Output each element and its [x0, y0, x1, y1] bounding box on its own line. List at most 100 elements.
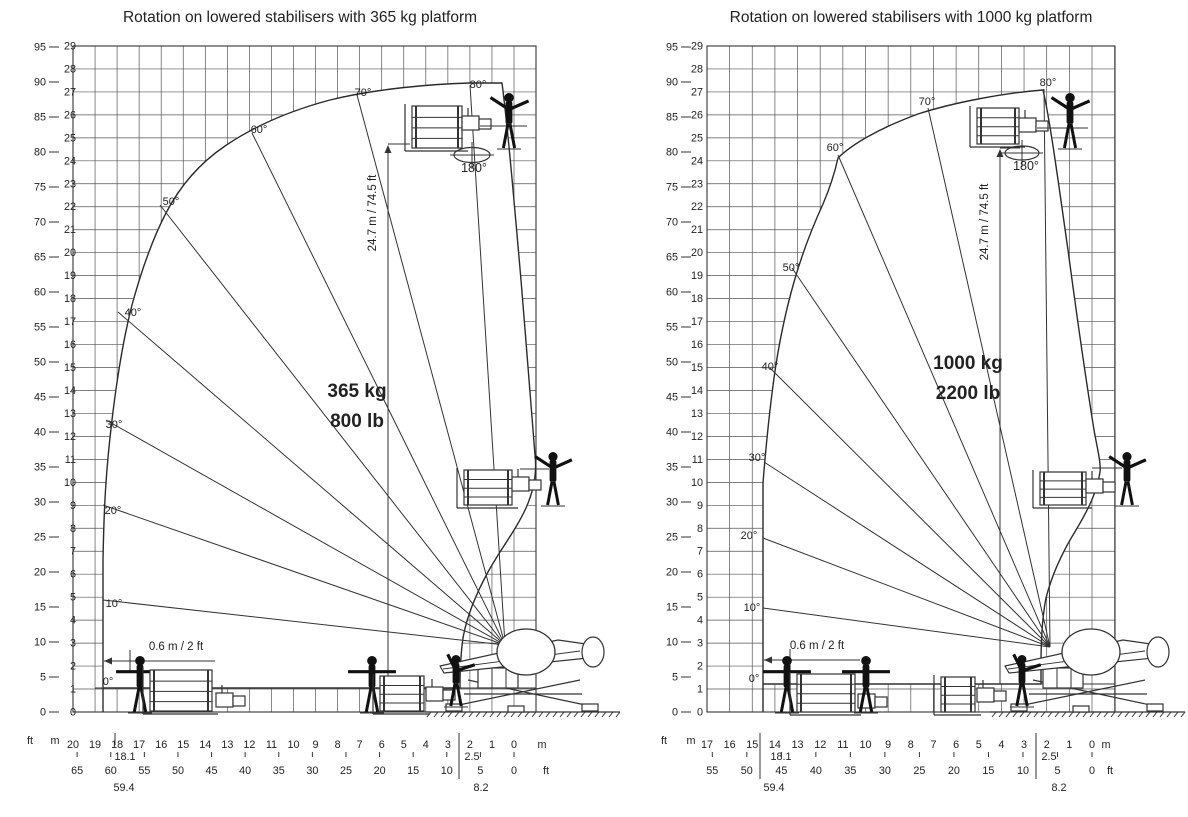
- y-axis-m-unit: m: [51, 735, 60, 747]
- rotator-head: [478, 118, 492, 130]
- boom-angle-ray-50: [159, 204, 506, 646]
- operator-torso: [783, 664, 791, 688]
- x-axis-m-label: 5: [976, 739, 982, 751]
- y-axis-m-label: 25: [64, 132, 76, 144]
- working-envelope-region: [102, 82, 537, 689]
- ground-hatch: [1040, 711, 1046, 718]
- y-axis-m-label: 18: [64, 293, 76, 305]
- y-axis-m-label: 4: [70, 615, 76, 627]
- angle-label-0: 0°: [749, 673, 760, 685]
- y-axis-ft-label: 40: [34, 426, 46, 438]
- angle-label-30: 30°: [106, 419, 123, 431]
- rotator-unit-icon: [461, 108, 492, 131]
- angle-label-50: 50°: [163, 196, 180, 208]
- operator-head: [1122, 452, 1132, 462]
- operator-leg-left: [501, 123, 510, 149]
- y-axis-m-label: 14: [64, 385, 76, 397]
- y-axis-m-label: 17: [691, 316, 703, 328]
- operator-leg-left: [546, 481, 554, 506]
- angle-label-10: 10°: [106, 598, 123, 610]
- x-axis-m-label: 13: [221, 739, 233, 751]
- ground-hatch: [587, 711, 593, 718]
- rotator-unit-icon: [1018, 110, 1049, 133]
- y-axis-m-label: 22: [64, 201, 76, 213]
- x-axis-m-label: 12: [814, 739, 826, 751]
- operator-torso: [136, 664, 144, 688]
- x-axis-ft-label: 35: [273, 765, 285, 777]
- y-axis-m-label: 3: [697, 638, 703, 650]
- rotator-body: [425, 686, 444, 702]
- y-axis-m-label: 5: [70, 592, 76, 604]
- boom-angle-ray-60: [251, 132, 506, 646]
- operator-torso: [368, 664, 376, 688]
- ground-hatch: [1180, 711, 1186, 718]
- operator-arm-right: [508, 99, 530, 111]
- y-axis-ft-label: 10: [34, 636, 46, 648]
- angle-label-60: 60°: [827, 142, 844, 154]
- machine-turret: [1061, 628, 1121, 676]
- rotator-unit-icon: [511, 469, 542, 492]
- operator-head: [1017, 655, 1027, 664]
- ground-hatch: [1082, 711, 1088, 718]
- y-axis-m-label: 20: [64, 247, 76, 259]
- rotator-head: [232, 695, 246, 707]
- ground-hatch: [601, 711, 607, 718]
- load-capacity-lb-label: 800 lb: [330, 411, 384, 432]
- operator-arm-right: [1126, 458, 1147, 470]
- x-axis-m-label: 3: [1021, 739, 1027, 751]
- tail-mark-ft-label: 8.2: [473, 782, 488, 794]
- ground-hatch: [594, 711, 600, 718]
- max-outreach-m-label: 18.1: [770, 751, 791, 763]
- y-axis-ft-label: 65: [34, 251, 46, 263]
- load-capacity-lb-label: 2200 lb: [936, 383, 1000, 404]
- x-axis-ft-label: 25: [913, 765, 925, 777]
- machine-cab: [477, 667, 519, 689]
- ground-hatch: [552, 711, 558, 718]
- y-axis-m-label: 27: [64, 86, 76, 98]
- y-axis-ft-label: 50: [34, 356, 46, 368]
- machine-turret: [496, 628, 556, 676]
- y-axis-m-label: 12: [691, 431, 703, 443]
- y-axis-ft-label: 75: [666, 181, 678, 193]
- rotator-head: [874, 696, 888, 708]
- operator-leg-left: [449, 683, 457, 707]
- y-axis-ft-label: 70: [666, 216, 678, 228]
- ground-hatch: [1173, 711, 1179, 718]
- y-axis-m-label: 19: [691, 270, 703, 282]
- ground-hatch: [461, 711, 467, 718]
- operator-head: [548, 452, 558, 462]
- angle-label-0: 0°: [103, 676, 114, 688]
- operator-arm-left: [1108, 455, 1128, 470]
- operator-leg-right: [1021, 683, 1029, 707]
- x-axis-m-label: 8: [908, 739, 914, 751]
- top-platform-group: 180°: [404, 93, 530, 175]
- rotator-body: [1018, 117, 1037, 133]
- y-axis-ft-label: 20: [34, 566, 46, 578]
- ground-hatch: [998, 711, 1004, 718]
- y-axis-ft-label: 60: [666, 286, 678, 298]
- y-axis-m-label: 9: [697, 500, 703, 512]
- ground-hatch: [433, 711, 439, 718]
- y-axis-m-label: 6: [697, 569, 703, 581]
- basket-cage: [796, 673, 856, 713]
- y-axis-m-label: 0: [697, 707, 703, 719]
- rotator-unit-icon: [976, 680, 1007, 703]
- y-axis-m-label: 14: [691, 385, 703, 397]
- x-axis-m-label: 11: [266, 739, 277, 751]
- y-axis-ft-label: 15: [34, 601, 46, 613]
- operator-head: [782, 656, 792, 666]
- load-capacity-kg-label: 365 kg: [327, 381, 386, 402]
- rotator-head: [993, 690, 1007, 702]
- ground-hatch: [531, 711, 537, 718]
- operator-leg-left: [132, 687, 141, 713]
- platform-basket-icon: [789, 672, 861, 716]
- y-axis-ft-label: 10: [666, 636, 678, 648]
- y-axis-m-label: 25: [691, 132, 703, 144]
- operator-leg-right: [371, 687, 380, 713]
- ground-hatch: [1075, 711, 1081, 718]
- y-axis-ft-label: 25: [34, 531, 46, 543]
- platform-basket-icon: [142, 668, 218, 715]
- basket-cage: [1039, 471, 1087, 506]
- ground-hatch: [517, 711, 523, 718]
- x-axis-m-label: 1: [489, 739, 495, 751]
